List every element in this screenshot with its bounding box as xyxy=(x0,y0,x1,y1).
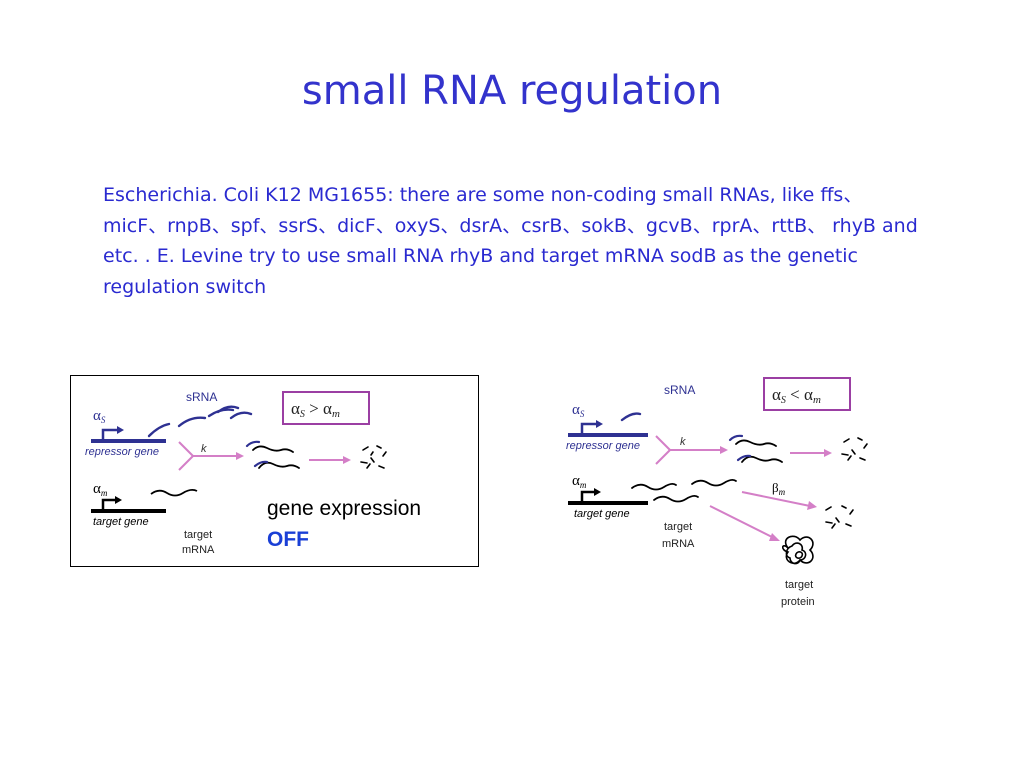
beta-degradation-arrowhead xyxy=(807,501,817,510)
alpha-m-symbol: αm xyxy=(93,481,108,498)
slide-title: small RNA regulation xyxy=(301,68,723,114)
target-mrna-label-line1: target xyxy=(664,521,692,533)
target-mrna-strand xyxy=(150,488,198,497)
target-gene-bar xyxy=(91,509,166,513)
target-promoter-arrowhead xyxy=(115,496,122,504)
repressor-promoter-arrowhead xyxy=(596,420,603,428)
srna-strand xyxy=(253,460,269,468)
repressor-gene-label: repressor gene xyxy=(85,446,159,458)
target-mrna-label-line1: target xyxy=(184,529,212,541)
target-mrna-strand xyxy=(631,482,677,491)
alpha-s-symbol: αS xyxy=(572,402,585,419)
target-promoter-arrow xyxy=(580,490,594,502)
srna-on-diagram: sRNA αS repressor gene k αm xyxy=(560,370,900,620)
condition-formula: αS < αm xyxy=(772,385,821,406)
gene-expression-label: gene expression xyxy=(267,497,421,520)
srna-label: sRNA xyxy=(186,390,217,404)
translation-arrow xyxy=(709,505,775,539)
translation-arrowhead xyxy=(769,533,780,541)
srna-molecule xyxy=(620,412,642,422)
srna-off-diagram: sRNA αS repressor gene k xyxy=(70,375,479,567)
mrna-strand xyxy=(252,445,294,453)
degradation-arrowhead xyxy=(824,449,832,457)
target-promoter-arrow xyxy=(101,498,115,510)
srna-molecule xyxy=(229,411,253,420)
k-arrowhead xyxy=(236,452,244,460)
k-label: k xyxy=(680,436,686,448)
condition-box xyxy=(282,391,370,425)
beta-m-symbol: βm xyxy=(772,480,786,497)
repressor-gene-bar xyxy=(568,433,648,437)
alpha-s-symbol: αS xyxy=(93,408,106,425)
degraded-fragments xyxy=(360,445,387,469)
condition-box xyxy=(763,377,851,411)
repressor-promoter-arrow xyxy=(580,422,596,434)
srna-molecules xyxy=(147,405,253,438)
srna-strand xyxy=(245,440,261,448)
repressor-promoter-arrowhead xyxy=(117,426,124,434)
k-arrowhead xyxy=(720,446,728,454)
srna-molecule xyxy=(216,405,240,414)
target-gene-bar xyxy=(568,501,648,505)
off-label: OFF xyxy=(267,528,309,551)
target-promoter-arrowhead xyxy=(594,488,601,496)
degraded-fragments xyxy=(841,437,868,461)
target-mrna-label-line2: mRNA xyxy=(182,544,215,556)
slide-body-text: Escherichia. Coli K12 MG1655: there are … xyxy=(103,184,918,298)
srna-off-svg: sRNA αS repressor gene k xyxy=(85,390,421,556)
alpha-m-symbol: αm xyxy=(572,473,587,490)
srna-label: sRNA xyxy=(664,383,695,397)
srna-molecule xyxy=(177,416,207,428)
target-mrnas xyxy=(631,478,737,503)
bound-complex xyxy=(728,434,783,463)
target-mrna-strand xyxy=(653,494,699,503)
target-mrna-label-line2: mRNA xyxy=(662,538,695,550)
degraded-fragments xyxy=(825,505,854,529)
target-protein-label-line2: protein xyxy=(781,596,815,608)
target-protein-label-line1: target xyxy=(785,579,813,591)
condition-formula: αS > αm xyxy=(291,399,340,420)
repressor-gene-bar xyxy=(91,439,166,443)
k-arrow xyxy=(655,435,720,465)
bound-complex xyxy=(245,440,300,469)
k-label: k xyxy=(201,443,207,455)
srna-strand xyxy=(728,434,744,442)
srna-on-svg: sRNA αS repressor gene k αm xyxy=(566,377,868,608)
k-arrow xyxy=(178,441,236,471)
beta-degradation-arrow xyxy=(741,491,811,507)
srna-strand xyxy=(736,454,752,462)
target-gene-label: target gene xyxy=(93,516,149,528)
repressor-gene-label: repressor gene xyxy=(566,440,640,452)
srna-molecule xyxy=(147,422,171,438)
mrna-strand xyxy=(735,439,777,447)
target-gene-label: target gene xyxy=(574,508,630,520)
degradation-arrowhead xyxy=(343,456,351,464)
mrna-strand xyxy=(741,455,783,463)
target-mrna-strand xyxy=(691,478,737,487)
mrna-strand xyxy=(258,461,300,469)
target-protein-blob xyxy=(781,535,814,565)
repressor-promoter-arrow xyxy=(101,428,117,440)
